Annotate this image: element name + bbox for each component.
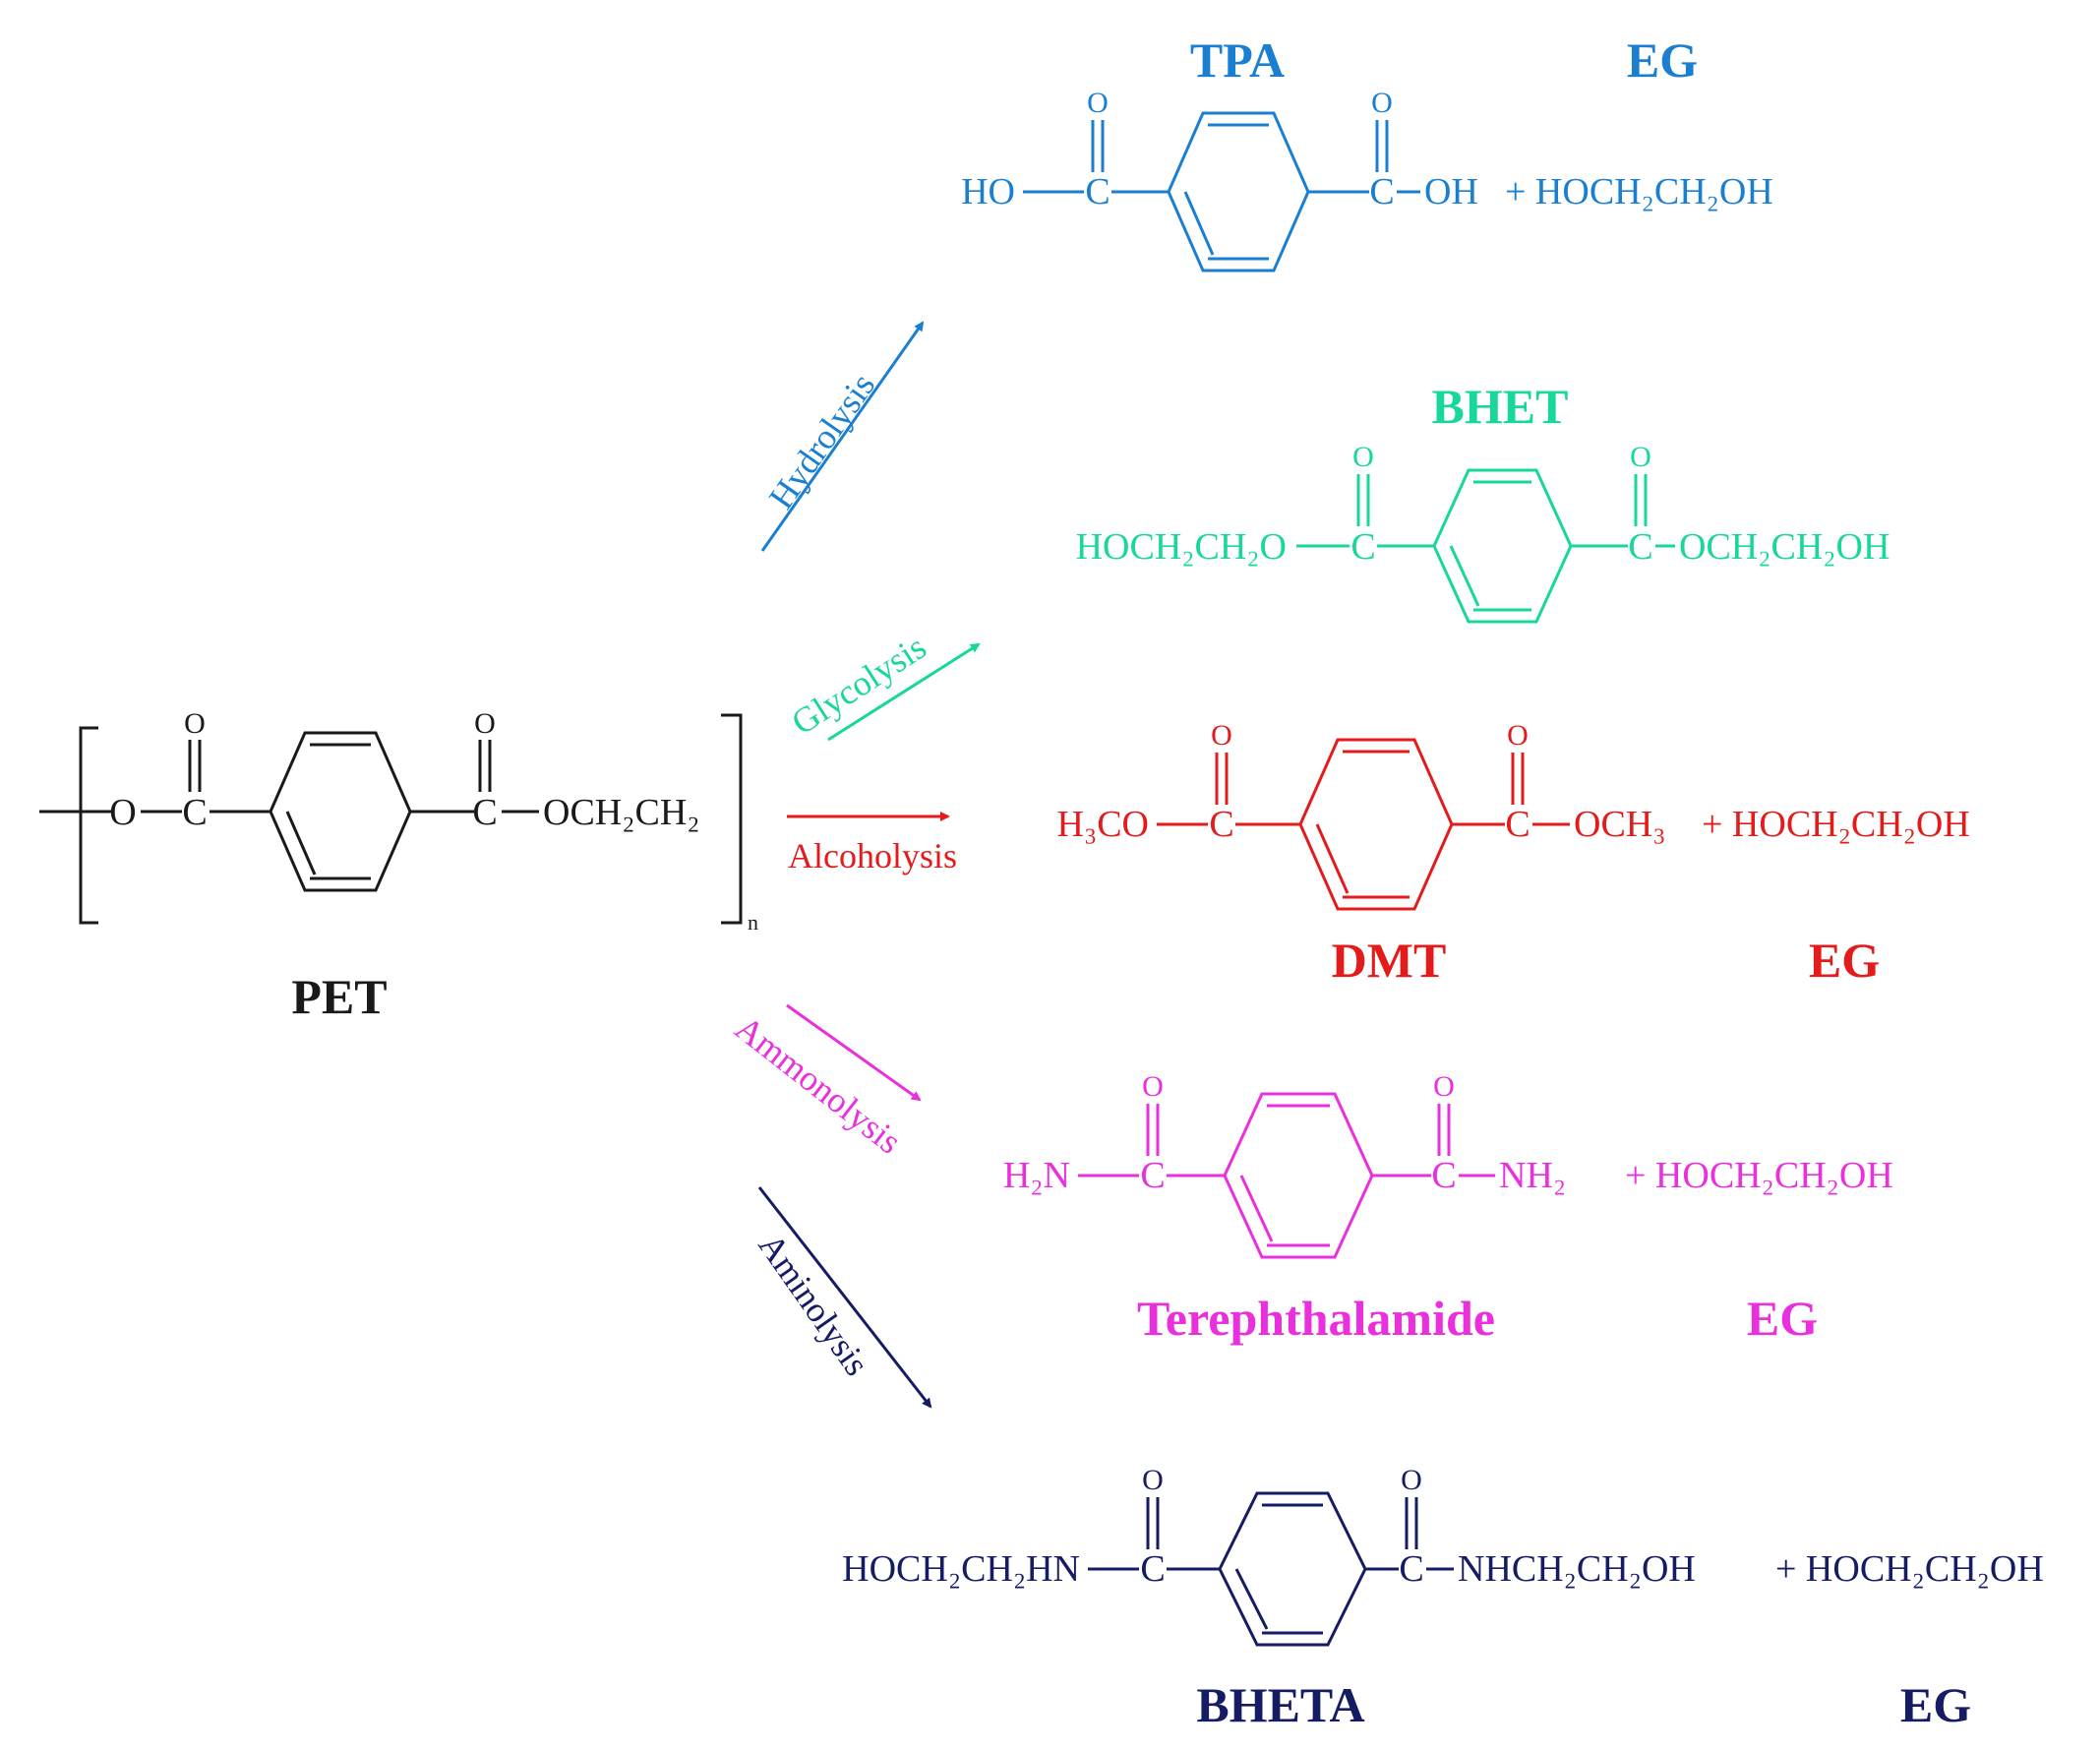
tpa-eg-label: EG	[1627, 32, 1698, 88]
glycolysis-pathway: Glycolysis	[785, 627, 981, 743]
pet-subscript: n	[748, 910, 758, 935]
bhet-o-top-left: O	[1352, 441, 1374, 473]
dmt-product: H₃CO C O C O OCH₃ + HOCH₂CH₂OH DMT EG	[1057, 719, 1970, 988]
terephthalamide-benzene-ring	[1223, 1092, 1374, 1259]
ammonolysis-pathway: Ammonolysis	[728, 1003, 922, 1162]
tpa-plus-eg: + HOCH₂CH₂OH	[1505, 171, 1773, 212]
pet-o-left: O	[109, 792, 136, 833]
pet-benzene-ring	[269, 731, 412, 892]
pet-o-top-left: O	[184, 707, 206, 740]
bheta-c-left: C	[1140, 1548, 1165, 1590]
dmt-o-top-left: O	[1211, 719, 1232, 752]
terephthalamide-left-group: H₂N	[1003, 1155, 1070, 1196]
bheta-left-group: HOCH₂CH₂HN	[842, 1548, 1080, 1590]
tpa-c-left: C	[1085, 171, 1110, 212]
pet-right-bracket	[721, 713, 743, 925]
dmt-c-left: C	[1209, 804, 1233, 845]
dmt-eg-label: EG	[1809, 933, 1880, 988]
dmt-plus-eg: + HOCH₂CH₂OH	[1702, 804, 1970, 845]
ammonolysis-label: Ammonolysis	[728, 1008, 909, 1162]
bheta-eg-label: EG	[1900, 1677, 1971, 1732]
tpa-o-top-left: O	[1087, 87, 1109, 119]
pet-left-bracket	[79, 726, 98, 925]
terephthalamide-right-group: NH₂	[1499, 1155, 1566, 1196]
hydrolysis-pathway: Hydrolysis	[760, 321, 925, 552]
tpa-benzene-ring	[1167, 111, 1310, 272]
bheta-right-group: NHCH₂CH₂OH	[1458, 1548, 1696, 1590]
terephthalamide-c-right: C	[1431, 1155, 1456, 1196]
bheta-label: BHETA	[1196, 1677, 1364, 1732]
pet-o-top-right: O	[474, 707, 496, 740]
bhet-product: BHET HOCH₂CH₂O C O C O OCH₂CH₂OH	[1076, 379, 1890, 624]
bheta-o-top-left: O	[1142, 1464, 1164, 1496]
pet-structure: O C O C O OCH₂CH₂ n PET	[39, 707, 758, 1024]
dmt-label: DMT	[1332, 933, 1447, 988]
pet-c-right: C	[472, 792, 497, 833]
tpa-c-right: C	[1369, 171, 1394, 212]
terephthalamide-eg-label: EG	[1747, 1291, 1818, 1346]
hydrolysis-label: Hydrolysis	[761, 366, 882, 515]
dmt-right-group: OCH₃	[1574, 804, 1665, 845]
bheta-benzene-ring	[1218, 1491, 1367, 1647]
bhet-benzene-ring	[1432, 468, 1573, 624]
pet-chain-text: OCH₂CH₂	[543, 792, 700, 833]
terephthalamide-c-left: C	[1140, 1155, 1165, 1196]
aminolysis-pathway: Aminolysis	[750, 1186, 932, 1409]
alcoholysis-label: Alcoholysis	[788, 836, 957, 876]
aminolysis-arrow	[757, 1186, 932, 1409]
bhet-right-group: OCH₂CH₂OH	[1679, 526, 1890, 568]
terephthalamide-label: Terephthalamide	[1137, 1291, 1495, 1346]
ammonolysis-arrow	[786, 1003, 922, 1102]
aminolysis-label: Aminolysis	[750, 1227, 876, 1383]
bheta-c-right: C	[1399, 1548, 1423, 1590]
bhet-c-left: C	[1350, 526, 1375, 568]
alcoholysis-pathway: Alcoholysis	[787, 812, 957, 876]
tpa-o-top-right: O	[1371, 87, 1393, 119]
bhet-left-group: HOCH₂CH₂O	[1076, 526, 1287, 568]
pet-c-left: C	[182, 792, 207, 833]
bhet-o-top-right: O	[1630, 441, 1651, 473]
dmt-o-top-right: O	[1507, 719, 1529, 752]
dmt-left-group: H₃CO	[1057, 804, 1149, 845]
terephthalamide-o-top-left: O	[1142, 1070, 1164, 1103]
terephthalamide-product: H₂N C O C O NH₂ + HOCH₂CH₂OH Terephthala…	[1003, 1070, 1893, 1346]
terephthalamide-plus-eg: + HOCH₂CH₂OH	[1625, 1155, 1893, 1196]
bhet-c-right: C	[1628, 526, 1652, 568]
dmt-benzene-ring	[1298, 738, 1454, 911]
tpa-left-group: HO	[961, 171, 1015, 212]
tpa-right-group: OH	[1424, 171, 1478, 212]
glycolysis-arrow	[827, 642, 981, 742]
tpa-label: TPA	[1190, 32, 1285, 88]
tpa-product: TPA EG HO C O C O OH + HOCH₂CH₂OH	[961, 32, 1773, 272]
bheta-product: HOCH₂CH₂HN C O C O NHCH₂CH₂OH + HOCH₂CH₂…	[842, 1464, 2044, 1732]
bheta-o-top-right: O	[1401, 1464, 1422, 1496]
terephthalamide-o-top-right: O	[1433, 1070, 1455, 1103]
bheta-plus-eg: + HOCH₂CH₂OH	[1775, 1548, 2044, 1590]
hydrolysis-arrow	[760, 321, 925, 552]
bhet-label: BHET	[1432, 379, 1569, 434]
glycolysis-label: Glycolysis	[785, 627, 933, 742]
pet-label: PET	[291, 969, 387, 1024]
dmt-c-right: C	[1505, 804, 1530, 845]
